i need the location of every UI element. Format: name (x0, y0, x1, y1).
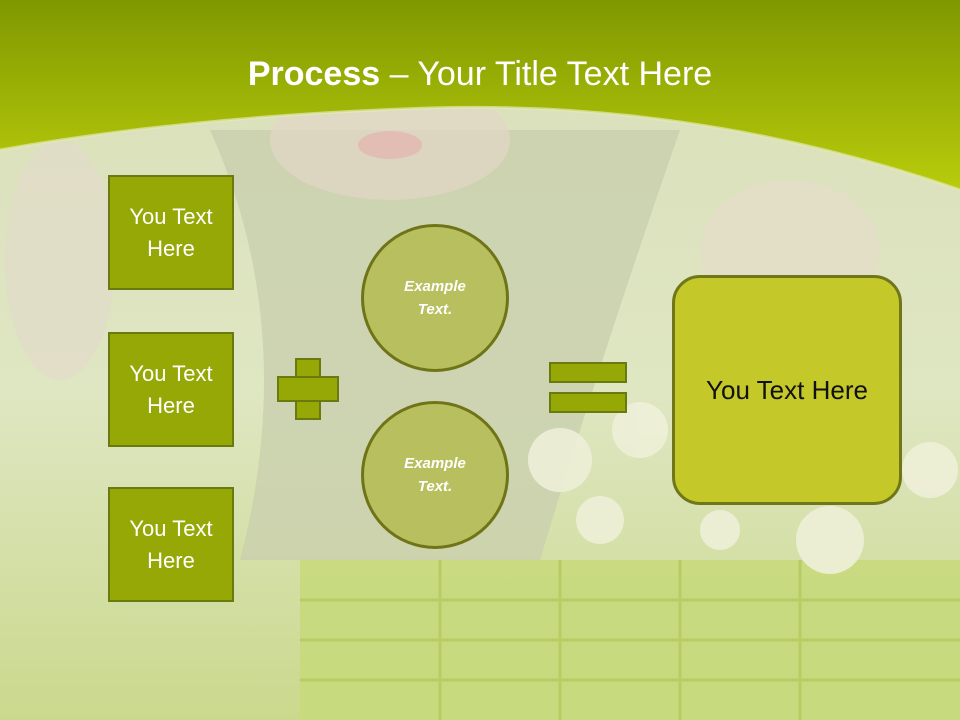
result-label: You Text Here (706, 374, 868, 405)
input-box-label: You Text Here (129, 360, 213, 418)
input-box-label: You Text Here (129, 203, 213, 261)
page-title: Process – Your Title Text Here (0, 52, 960, 96)
example-circle-2: Example Text. (361, 401, 509, 549)
example-circle-label: Example Text. (404, 278, 466, 318)
result-box: You Text Here (672, 275, 902, 505)
title-bold: Process (247, 55, 381, 93)
input-box-2: You Text Here (108, 332, 234, 447)
input-box-label: You Text Here (129, 515, 213, 573)
example-circle-1: Example Text. (361, 224, 509, 372)
input-box-1: You Text Here (108, 175, 234, 290)
example-circle-label: Example Text. (404, 455, 466, 495)
input-box-3: You Text Here (108, 487, 234, 602)
title-rest: – Your Title Text Here (380, 55, 713, 93)
